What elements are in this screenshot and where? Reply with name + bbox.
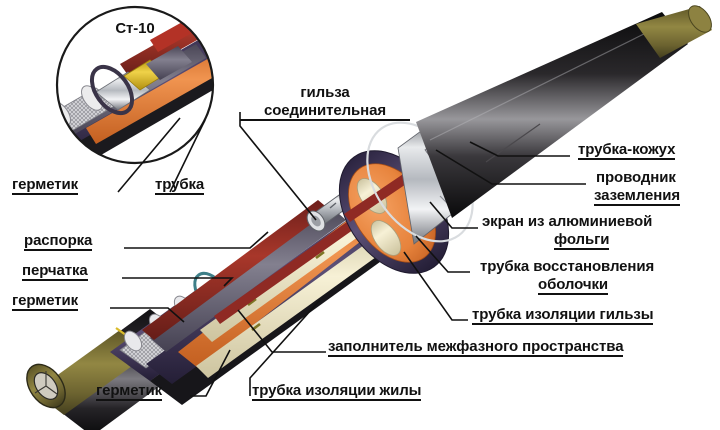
leader-inset-tube	[169, 119, 206, 193]
leader-ground-conductor	[435, 149, 586, 185]
label-aluminium-foil-screen-line2: фольги	[554, 231, 610, 250]
leader-lines	[110, 112, 586, 397]
leader-inset-sealant	[117, 117, 181, 193]
leader-restoration-tube	[415, 235, 470, 273]
label-sleeve-insulation-tube: трубка изоляции гильзы	[472, 306, 654, 325]
leader-sealant-left	[110, 307, 185, 323]
leader-interphase-filler	[237, 309, 326, 353]
label-ground-conductor-line1: проводник	[596, 169, 676, 186]
label-sheath-restoration-tube-line1: трубка восстановления	[480, 258, 655, 275]
label-aluminium-foil-screen-line1: экран из алюминиевой	[482, 213, 653, 230]
cable-assembly	[26, 5, 712, 430]
label-inset-sealant: герметик	[12, 176, 79, 195]
leader-jacket-tube	[469, 141, 570, 157]
label-core-insulation-tube: трубка изоляции жилы	[252, 382, 422, 401]
label-glove: перчатка	[22, 262, 88, 281]
label-ground-conductor-line2: заземления	[594, 187, 680, 206]
leader-sleeve-insulation	[403, 251, 468, 321]
leader-sleeve	[239, 112, 317, 221]
label-spacer: распорка	[24, 232, 93, 251]
label-interphase-filler: заполнитель межфазного пространства	[328, 338, 624, 357]
label-jacket-tube: трубка-кожух	[578, 141, 676, 160]
leader-glove	[122, 277, 234, 287]
label-inset-tube: трубка	[155, 176, 205, 195]
leader-core-insulation	[249, 299, 321, 396]
label-connector-sleeve-line1: гильза	[300, 84, 350, 101]
outer-protective-tube	[416, 5, 712, 218]
leader-al-foil	[429, 201, 478, 229]
label-sealant-left: герметик	[12, 292, 79, 311]
label-connector-sleeve-line2: соединительная	[240, 102, 410, 121]
leader-spacer	[124, 231, 269, 249]
label-sealant-bottom: герметик	[96, 382, 163, 401]
label-sheath-restoration-tube-line2: оболочки	[538, 276, 608, 295]
leader-sealant-bottom	[190, 349, 231, 397]
inset-title: Ст-10	[115, 20, 155, 37]
